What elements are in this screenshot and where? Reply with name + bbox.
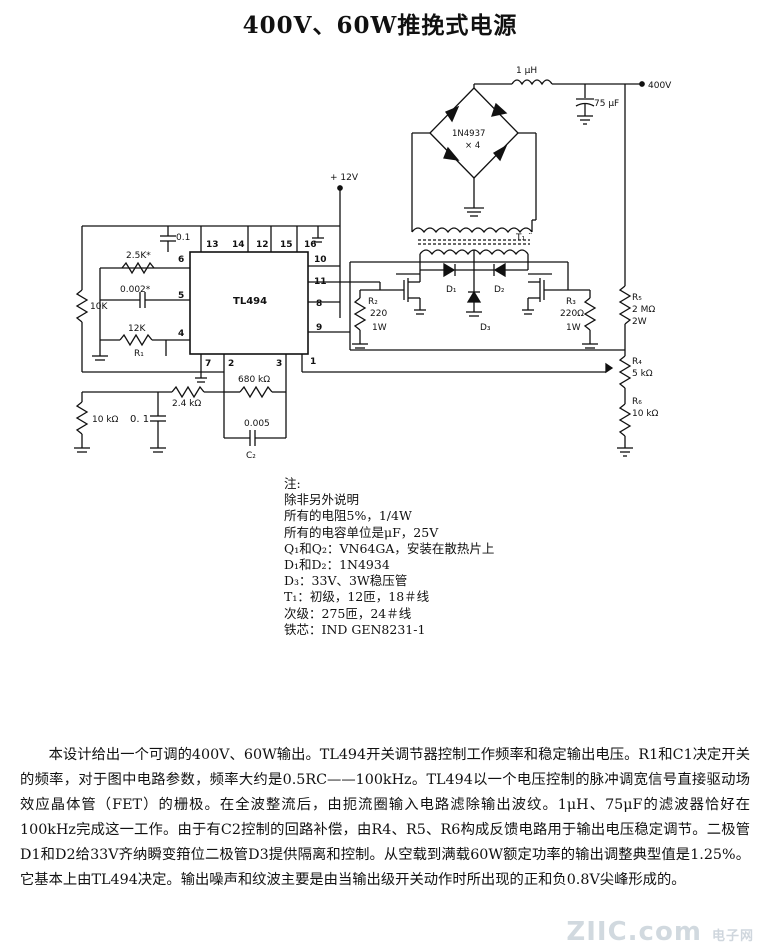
note-line: 次级：275匝，24＃线 — [284, 605, 412, 621]
resistor-r2 — [352, 289, 380, 349]
note-line: 所有的电阻5%，1/4W — [284, 508, 412, 524]
pin-1: 1 — [310, 357, 316, 367]
diode-d1 — [420, 262, 474, 278]
label-12v: + 12V — [330, 173, 359, 183]
label-bridge-count: × 4 — [465, 141, 480, 151]
label-c01b: 0. 1 — [130, 414, 149, 425]
pin-6: 6 — [178, 255, 184, 265]
pin-12: 12 — [256, 240, 269, 250]
label-d3: D₃ — [480, 323, 491, 333]
pin-15: 15 — [280, 240, 293, 250]
ic-bottom-wiring — [195, 354, 612, 392]
description-paragraph: 本设计给出一个可调的400V、60W输出。TL494开关调节器控制工作频率和稳定… — [20, 743, 750, 893]
note-line: 所有的电容单位是μF，25V — [284, 524, 439, 540]
label-r4: R₄ — [632, 357, 642, 367]
label-c2: C₂ — [246, 451, 256, 461]
output-capacitor — [575, 84, 595, 125]
label-c0002: 0.002* — [120, 285, 151, 295]
label-r3: R₃ — [566, 297, 576, 307]
pin-16: 16 — [304, 240, 317, 250]
label-r1: R₁ — [134, 349, 144, 359]
label-d1: D₁ — [446, 285, 457, 295]
label-r2-w: 1W — [372, 323, 387, 333]
label-r12k: 12K — [128, 324, 146, 334]
label-r6: R₆ — [632, 397, 642, 407]
label-r24k: 2.4 kΩ — [172, 399, 201, 409]
ic-right-wiring — [308, 261, 625, 351]
bridge-rectifier — [411, 83, 537, 232]
ic-top-wiring — [200, 185, 343, 318]
pin-5: 5 — [178, 291, 184, 301]
watermark-main: ZIIC.com — [566, 917, 702, 947]
note-line: D₃：33V、3W稳压管 — [284, 573, 408, 589]
note-line: 注: — [284, 476, 301, 491]
label-r5-w: 2W — [632, 317, 647, 327]
label-r2: R₂ — [368, 297, 378, 307]
note-line: Q₁和Q₂：VN64GA，安装在散热片上 — [284, 540, 495, 556]
pin-13: 13 — [206, 240, 219, 250]
label-r25k: 2.5K* — [126, 251, 151, 261]
circuit-diagram: 400V 1 μH 75 μF 1N4937 × 4 + 12V T₁ ¨ TL… — [74, 66, 672, 461]
diode-d2 — [474, 262, 528, 278]
label-400v: 400V — [648, 81, 672, 91]
label-inductor: 1 μH — [516, 66, 537, 76]
pin-8: 8 — [316, 299, 322, 309]
pin-7: 7 — [205, 359, 211, 369]
label-r3-val: 220Ω — [560, 309, 584, 319]
label-t1: T₁ ¨ — [515, 233, 532, 243]
label-ic: TL494 — [233, 296, 267, 307]
note-line: D₁和D₂：1N4934 — [284, 557, 390, 573]
resistor-r3 — [568, 289, 598, 349]
label-r5: R₅ — [632, 293, 642, 303]
mosfet-q2 — [522, 273, 568, 315]
label-r10kohm: 10 kΩ — [92, 415, 119, 425]
watermark-logo: ZIIC.com 电子网 — [566, 917, 754, 947]
pin-3: 3 — [276, 359, 282, 369]
label-r2-val: 220 — [370, 309, 387, 319]
page-title: 400V、60W推挽式电源 — [242, 12, 518, 39]
transformer-t1 — [411, 219, 536, 270]
watermark-sub: 电子网 — [711, 929, 754, 944]
label-r10k: 10K — [90, 302, 108, 312]
label-r680: 680 kΩ — [238, 375, 270, 385]
pin-4: 4 — [178, 329, 184, 339]
note-line: 除非另外说明 — [284, 492, 360, 508]
description-text: 本设计给出一个可调的400V、60W输出。TL494开关调节器控制工作频率和稳定… — [20, 747, 750, 888]
mosfet-q1 — [380, 270, 426, 315]
label-bridge: 1N4937 — [452, 129, 485, 139]
ic-tl494 — [189, 251, 309, 355]
label-d2: D₂ — [494, 285, 505, 295]
compensation-network — [74, 385, 287, 453]
pin-14: 14 — [232, 240, 245, 250]
pin-2: 2 — [228, 359, 234, 369]
label-r5-val: 2 MΩ — [632, 305, 655, 315]
label-r4-val: 5 kΩ — [632, 369, 653, 379]
diode-d3 — [466, 262, 482, 317]
pin-9: 9 — [316, 323, 322, 333]
pin-11: 11 — [314, 277, 327, 287]
label-cap-out: 75 μF — [594, 99, 619, 109]
pin-10: 10 — [314, 255, 327, 265]
label-c0005: 0.005 — [244, 419, 270, 429]
label-r6-val: 10 kΩ — [632, 409, 659, 419]
label-c01: 0.1 — [176, 233, 190, 243]
timing-network — [75, 225, 224, 373]
label-r3-w: 1W — [566, 323, 581, 333]
note-line: 铁芯：IND GEN8231-1 — [284, 621, 426, 637]
notes-block: 注: 除非另外说明 所有的电阻5%，1/4W 所有的电容单位是μF，25V Q₁… — [284, 476, 494, 638]
note-line: T₁：初级，12匝，18＃线 — [284, 589, 430, 605]
feedback-divider — [605, 84, 633, 457]
